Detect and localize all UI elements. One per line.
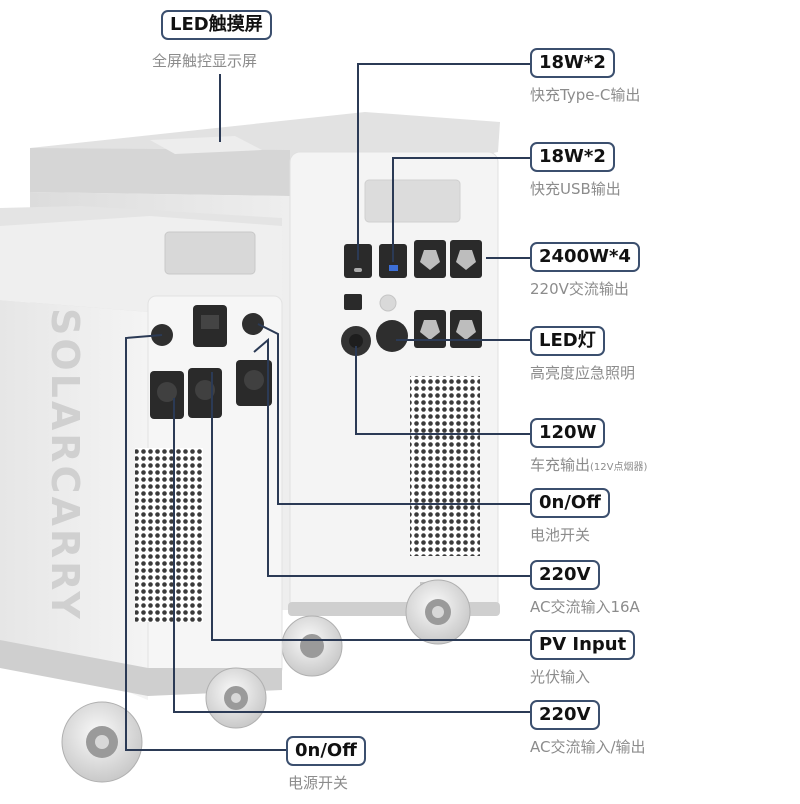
- callout-ac-in-out: 220V: [530, 700, 600, 730]
- front-unit: SOLARCARRY: [0, 206, 283, 783]
- caption-car-charger-main: 车充输出: [530, 456, 591, 474]
- battery-switch-button: [242, 313, 264, 335]
- caption-battery-switch: 电池开关: [530, 526, 591, 544]
- leader-lines: [125, 63, 530, 751]
- caption-led-light: 高亮度应急照明: [530, 364, 636, 382]
- caption-pv-input: 光伏输入: [530, 668, 591, 686]
- callout-pv-input: PV Input: [530, 630, 636, 660]
- caption-led-screen: 全屏触控显示屏: [152, 52, 258, 70]
- callout-ac-input: 220V: [530, 560, 600, 590]
- front-handle: [164, 231, 256, 275]
- rear-led-screen: [150, 136, 262, 154]
- callout-typec: 18W*2: [530, 48, 615, 78]
- caption-ac-in-out: AC交流输入/输出: [530, 738, 646, 756]
- caption-car-charger-note: (12V点烟器): [590, 462, 648, 473]
- rear-power-switch: [344, 294, 362, 310]
- caption-ac-output: 220V交流输出: [530, 280, 629, 298]
- caption-usb: 快充USB输出: [530, 180, 621, 198]
- front-vent-grille: [135, 448, 203, 622]
- rear-vent-grille: [410, 376, 480, 556]
- caption-typec: 快充Type-C输出: [530, 86, 641, 104]
- callout-usb: 18W*2: [530, 142, 615, 172]
- callout-led-screen: LED触摸屏: [161, 10, 272, 40]
- led-light: [376, 320, 408, 352]
- callout-battery-switch: 0n/Off: [530, 488, 610, 518]
- callout-ac-output: 2400W*4: [530, 242, 640, 272]
- caption-power-switch: 电源开关: [288, 774, 349, 792]
- typec-port: [344, 244, 372, 278]
- brand-logo: SOLARCARRY: [43, 308, 87, 622]
- caption-car-charger: 车充输出(12V点烟器): [530, 456, 647, 477]
- callout-led-light: LED灯: [530, 326, 605, 356]
- callout-power-switch: 0n/Off: [286, 736, 366, 766]
- caption-ac-input: AC交流输入16A: [530, 598, 640, 616]
- callout-car-charger: 120W: [530, 418, 606, 448]
